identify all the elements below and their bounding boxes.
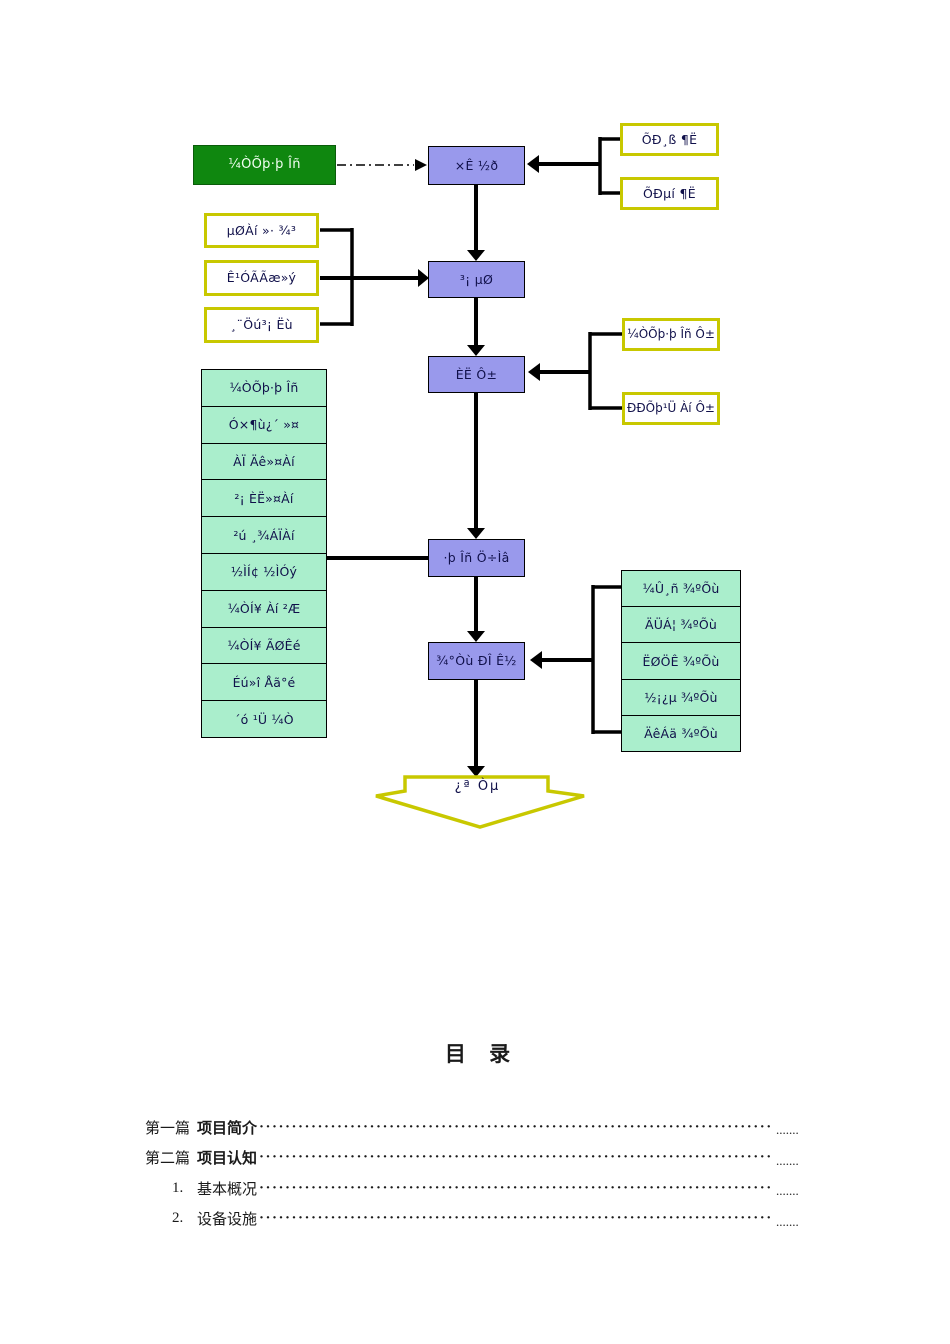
toc-entry[interactable]: 第一篇 项目简介 ·······························… [145,1112,810,1143]
end-arrow-label: ¿ª Òµ [454,779,501,794]
service-items-list: ¼ÒÕþ·þ Îñ Ó×¶ù¿´ »¤ ÀÏ Äê»¤Àí ²¡ ÈË»¤Àí … [201,369,327,738]
toc-dot-leader: ········································… [259,1210,774,1227]
toc-entries: 第一篇 项目简介 ·······························… [145,1112,810,1234]
right-box-admin-staff: ÐÐÕþ¹Ü Àí Ô± [622,392,720,425]
end-arrow-shape [375,775,585,829]
right-box-service-staff: ¼ÒÕþ·þ Îñ Ô± [622,318,720,351]
list-item: Éú»î Åã°é [202,664,326,702]
connector-topright-bracket [527,137,620,195]
toc-entry-title[interactable]: 项目简介 [197,1120,258,1137]
list-item: ²¡ ÈË»¤Àí [202,480,326,518]
toc-page-dots: ....... [776,1213,799,1229]
toc-entry-label: 第一篇 [145,1120,191,1137]
main-box-site: ³¡ µØ [428,261,525,298]
list-item: ½¡¿µ ¾ºÕù [622,679,740,716]
topright-box-1: ÕÐ¸ß ¶Ë [620,123,719,156]
list-item: ¼ÒÍ¥ ÃØÊé [202,627,326,665]
list-item: ´ó ¹Ü ¼Ò [202,701,326,737]
connector-main-vertical [467,185,485,777]
list-item: ÀÏ Äê»¤Àí [202,443,326,481]
main-box-business-form: ¾°Òù ÐÎ Ê½ [428,642,525,680]
list-item: ÄÜÁ¦ ¾ºÕù [622,607,740,644]
list-item: ½ÌÍ¢ ½ÌÓý [202,553,326,591]
list-item: ËØÖÊ ¾ºÕù [622,643,740,680]
list-item: ¼ÒÕþ·þ Îñ [202,370,326,407]
toc-dot-leader: ········································… [259,1149,774,1166]
toc-entry-label: 1. [172,1179,184,1196]
toc-page-dots: ....... [776,1152,799,1168]
flowchart: ¼ÒÕþ·þ Îñ ×Ê ½ð ³¡ µØ ÈË Ô± ·þ Îñ Ö÷Ìâ ¾… [193,123,741,829]
flowchart-connectors [320,137,622,829]
start-box: ¼ÒÕþ·þ Îñ [193,145,336,185]
table-of-contents: 目 录 第一篇 项目简介 ···························… [145,1038,810,1234]
connector-right-bracket-staff [528,332,622,410]
toc-entry-title[interactable]: 项目认知 [197,1151,258,1168]
toc-entry-title[interactable]: 设备设施 [197,1212,258,1229]
competition-items-list: ¼Û¸ñ ¾ºÕù ÄÜÁ¦ ¾ºÕù ËØÖÊ ¾ºÕù ½¡¿µ ¾ºÕù … [621,570,741,752]
toc-dot-leader: ········································… [259,1118,774,1135]
connector-right-bracket-competition [530,585,621,734]
left-box-environment: µØÀí »· ¾³ [204,213,319,248]
toc-title: 目 录 [444,1042,520,1066]
main-box-staff: ÈË Ô± [428,356,525,393]
main-box-funds: ×Ê ½ð [428,146,525,185]
toc-entry[interactable]: 1. 基本概况 ································… [145,1173,810,1204]
list-item: ¼ÒÍ¥ Àí ²Æ [202,590,326,628]
toc-page-dots: ....... [776,1122,799,1138]
toc-entry-label: 第二篇 [145,1151,191,1168]
list-item: ²ú ¸¾ÁÏÀí [202,517,326,554]
list-item: ÄêÁä ¾ºÕù [622,715,740,752]
left-box-area: Ê¹ÓÃÃæ»ý [204,260,319,296]
list-item: Ó×¶ù¿´ »¤ [202,406,326,444]
toc-page-dots: ....... [776,1183,799,1199]
toc-entry[interactable]: 第二篇 项目认知 ·······························… [145,1143,810,1174]
toc-entry-title[interactable]: 基本概况 [197,1181,258,1198]
main-box-service-theme: ·þ Îñ Ö÷Ìâ [428,539,525,577]
left-box-auxiliary: ¸¨Öú³¡ Ëù [204,307,319,343]
connector-start-dashdot [337,159,427,171]
toc-entry[interactable]: 2. 设备设施 ································… [145,1204,810,1235]
toc-dot-leader: ········································… [259,1179,774,1196]
topright-box-2: ÕÐµí ¶Ë [620,177,719,210]
list-item: ¼Û¸ñ ¾ºÕù [622,571,740,608]
toc-entry-label: 2. [172,1210,184,1227]
connector-left-bracket [320,228,429,326]
